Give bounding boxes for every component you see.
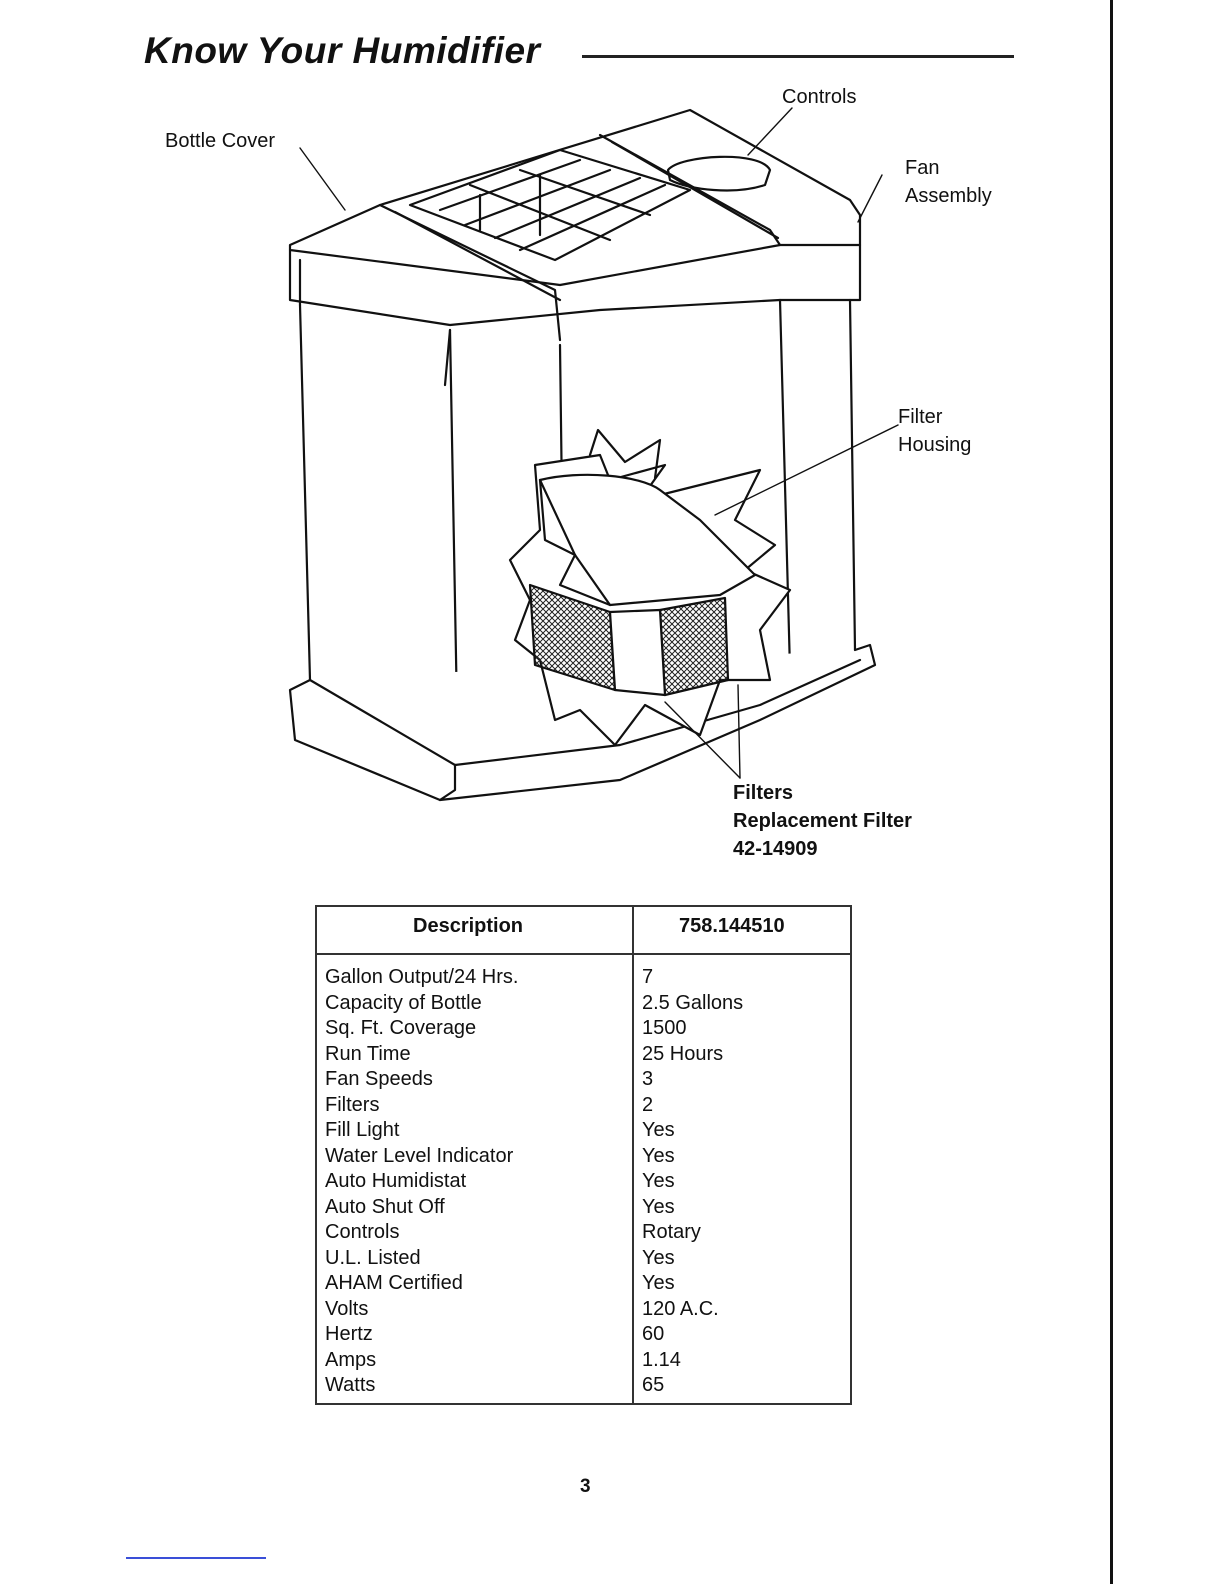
- row-label: U.L. Listed: [325, 1246, 421, 1269]
- page-number: 3: [580, 1476, 591, 1497]
- table-row: U.L. Listed Yes: [317, 1246, 850, 1272]
- table-row: Capacity of Bottle 2.5 Gallons: [317, 991, 850, 1017]
- table-row: AHAM Certified Yes: [317, 1271, 850, 1297]
- header-model: 758.144510: [679, 915, 785, 937]
- row-value: Yes: [642, 1144, 675, 1167]
- label-fan: Fan: [905, 157, 940, 179]
- table-row: Gallon Output/24 Hrs. 7: [317, 965, 850, 991]
- row-label: Auto Shut Off: [325, 1195, 445, 1218]
- row-label: Controls: [325, 1221, 400, 1243]
- row-label: AHAM Certified: [325, 1272, 463, 1294]
- label-assembly: Assembly: [905, 185, 992, 207]
- row-value: Yes: [642, 1246, 675, 1269]
- row-label: Run Time: [325, 1042, 411, 1065]
- label-replacement-filter: Replacement Filter: [733, 810, 912, 832]
- table-row: Hertz 60: [317, 1322, 850, 1348]
- page-edge-border: [1110, 0, 1113, 1584]
- row-value: Yes: [642, 1272, 675, 1294]
- table-row: Run Time 25 Hours: [317, 1042, 850, 1068]
- table-row: Controls Rotary: [317, 1220, 850, 1246]
- row-value: Rotary: [642, 1221, 701, 1243]
- row-label: Fan Speeds: [325, 1068, 433, 1090]
- row-value: 25 Hours: [642, 1042, 724, 1065]
- table-row: Auto Shut Off Yes: [317, 1195, 850, 1221]
- row-label: Watts: [325, 1374, 376, 1396]
- title-rule: [582, 55, 1014, 58]
- label-housing: Housing: [898, 434, 972, 456]
- row-label: Gallon Output/24 Hrs.: [325, 966, 519, 988]
- row-label: Capacity of Bottle: [325, 991, 482, 1014]
- row-value: 60: [642, 1323, 665, 1345]
- table-row: Volts 120 A.C.: [317, 1297, 850, 1323]
- table-row: Watts 65: [317, 1373, 850, 1399]
- row-value: 1500: [642, 1017, 687, 1039]
- row-value: 65: [642, 1374, 665, 1396]
- row-value: Yes: [642, 1195, 675, 1218]
- row-label: Water Level Indicator: [325, 1144, 514, 1167]
- row-label: Hertz: [325, 1323, 373, 1345]
- row-label: Filters: [325, 1093, 380, 1116]
- table-row: Filters 2: [317, 1093, 850, 1119]
- row-value: 120 A.C.: [642, 1297, 719, 1320]
- label-bottle-cover: Bottle Cover: [165, 130, 276, 152]
- page-title: Know Your Humidifier: [144, 30, 541, 71]
- table-row: Fill Light Yes: [317, 1118, 850, 1144]
- humidifier-illustration: [288, 107, 899, 802]
- header-separator: [317, 953, 850, 955]
- label-part-number: 42-14909: [733, 838, 818, 860]
- table-row: Sq. Ft. Coverage 1500: [317, 1016, 850, 1042]
- header-description: Description: [413, 915, 524, 937]
- row-value: 3: [642, 1068, 654, 1090]
- row-label: Volts: [325, 1297, 369, 1320]
- row-value: 2.5 Gallons: [642, 991, 744, 1014]
- table-row: Fan Speeds 3: [317, 1067, 850, 1093]
- row-label: Auto Humidistat: [325, 1170, 467, 1192]
- row-value: 2: [642, 1093, 654, 1116]
- spec-table: Description 758.144510 Gallon Output/24 …: [315, 905, 852, 1405]
- label-controls: Controls: [782, 86, 857, 108]
- label-filter: Filter: [898, 406, 943, 428]
- row-value: 1.14: [642, 1348, 681, 1371]
- footer-underline: [126, 1557, 266, 1559]
- row-label: Sq. Ft. Coverage: [325, 1017, 477, 1039]
- table-row: Auto Humidistat Yes: [317, 1169, 850, 1195]
- table-row: Water Level Indicator Yes: [317, 1144, 850, 1170]
- row-label: Fill Light: [325, 1119, 400, 1141]
- table-row: Amps 1.14: [317, 1348, 850, 1374]
- row-value: 7: [642, 966, 654, 988]
- row-value: Yes: [642, 1170, 675, 1192]
- row-label: Amps: [325, 1348, 377, 1371]
- row-value: Yes: [642, 1119, 675, 1141]
- label-filters: Filters: [733, 782, 794, 804]
- column-separator: [632, 907, 634, 1403]
